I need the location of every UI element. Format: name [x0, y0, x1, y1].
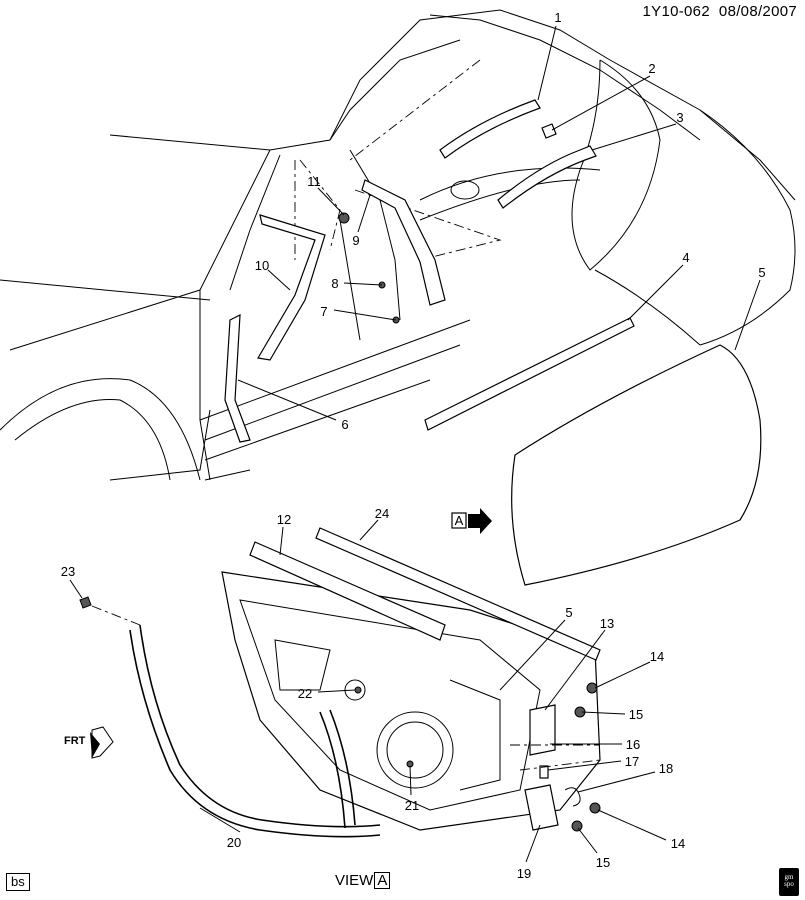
callout-9: 9 [352, 233, 359, 248]
callout-12: 12 [277, 512, 291, 527]
part-6-seal [224, 313, 251, 443]
front-label: FRT [64, 735, 86, 747]
callout-3: 3 [676, 110, 683, 125]
view-letter: A [374, 872, 391, 889]
vehicle-body-outline [0, 9, 796, 481]
callout-8: 8 [331, 276, 338, 291]
part-4-window-seal [424, 317, 635, 431]
callout-13: 13 [600, 616, 614, 631]
callout-22: 22 [298, 686, 312, 701]
callout-20: 20 [227, 835, 241, 850]
part-2-clip [541, 123, 557, 139]
logo-top-text: gm [784, 873, 794, 881]
callout-4: 4 [682, 250, 689, 265]
front-arrow-icon [90, 732, 100, 758]
part-10-weatherstrip [257, 214, 326, 361]
part-24-seal [315, 527, 601, 661]
front-direction-arrow: FRT [64, 726, 114, 759]
part-3-weatherstrip [497, 145, 597, 209]
callout-10: 10 [255, 258, 269, 273]
callout-15-lower: 15 [596, 855, 610, 870]
view-label: VIEW [335, 872, 374, 889]
callout-16: 16 [626, 737, 640, 752]
part-11-fastener [338, 212, 350, 224]
callout-6: 6 [341, 417, 348, 432]
callout-14: 14 [650, 649, 664, 664]
callout-24: 24 [375, 506, 389, 521]
callout-21: 21 [405, 798, 419, 813]
part-19-lower-hinge [524, 784, 559, 831]
callout-11: 11 [307, 174, 321, 189]
callout-23: 23 [61, 564, 75, 579]
leader-lines [69, 25, 761, 863]
callout-19: 19 [517, 866, 531, 881]
view-a-letter: A [455, 513, 464, 528]
part-9-pillar [361, 179, 446, 306]
part-12-inner-seal [249, 541, 446, 641]
door-assembly [79, 527, 601, 838]
callout-labels: 1 2 3 4 5 6 7 8 9 10 11 12 13 14 15 16 1… [61, 10, 766, 881]
diagram-date: 08/08/2007 [718, 3, 797, 20]
footer-tag: bs [6, 873, 30, 891]
logo-bottom-text: spo [784, 880, 794, 888]
callout-2: 2 [648, 61, 655, 76]
callout-5: 5 [758, 265, 765, 280]
part-1-weatherstrip [439, 99, 541, 159]
callout-5-lower: 5 [565, 605, 572, 620]
callout-17: 17 [625, 754, 639, 769]
part-5-door-outer-panel [511, 344, 762, 586]
callout-1: 1 [554, 10, 561, 25]
arrow-right-icon [468, 508, 492, 534]
callout-15: 15 [629, 707, 643, 722]
callout-14-lower: 14 [671, 836, 685, 851]
callout-18: 18 [659, 761, 673, 776]
upper-parts [224, 99, 762, 586]
diagram-id-header: 1Y10-062 08/08/2007 [643, 3, 797, 20]
part-13-upper-hinge [529, 704, 556, 756]
callout-7: 7 [320, 304, 327, 319]
diagram-code: 1Y10-062 [642, 3, 710, 20]
view-a-marker: A [451, 508, 492, 534]
